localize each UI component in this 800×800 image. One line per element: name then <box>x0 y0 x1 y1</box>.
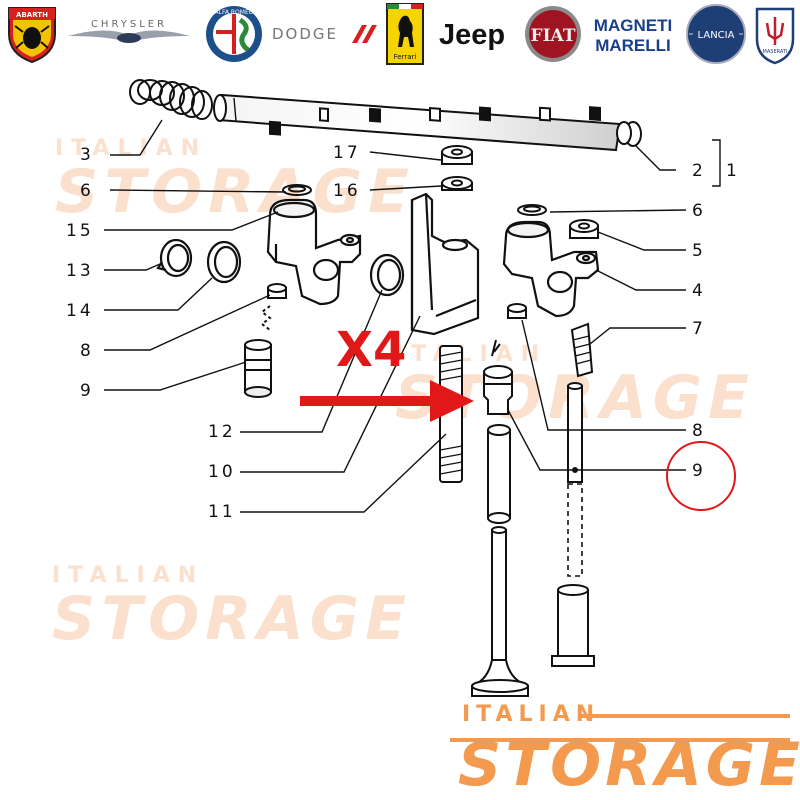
fiat-logo: FIAT <box>524 4 582 64</box>
branding-line2: STORAGE <box>458 730 800 800</box>
magneti-marelli-logo: MAGNETI MARELLI <box>586 4 680 64</box>
maserati-logo: MASERATI <box>752 4 798 65</box>
label-part-15: 15 <box>66 221 94 241</box>
dodge-logo: DODGE <box>270 4 380 64</box>
seal-ring-part-14 <box>206 240 242 284</box>
washer-part-16 <box>441 176 473 191</box>
seal-ring-part-12 <box>369 253 405 297</box>
maserati-text: MASERATI <box>763 49 788 55</box>
label-part-8-right: 8 <box>692 421 706 441</box>
ferrari-logo: Ferrari <box>385 3 425 65</box>
label-part-17: 17 <box>333 143 361 163</box>
valve-part <box>471 526 529 697</box>
brand-logo-bar: ABARTH CHRYSLER ALFA ROMEO <box>0 0 800 70</box>
italian-storage-branding: ITALIAN STORAGE <box>450 700 800 800</box>
rocker-arm-right-part <box>502 220 600 318</box>
label-part-7: 7 <box>692 319 706 339</box>
spring-part <box>129 79 213 120</box>
label-part-9-right: 9 <box>692 461 706 481</box>
magneti-text: MAGNETI <box>594 16 672 35</box>
nut-part-17 <box>441 145 473 165</box>
label-part-14: 14 <box>66 301 94 321</box>
push-rod-lower-part <box>567 483 583 577</box>
highlight-circle <box>666 441 736 511</box>
camshaft-part <box>213 93 642 152</box>
chrysler-logo: CHRYSLER <box>64 4 194 64</box>
nut-part-5 <box>569 219 599 239</box>
push-rod-part <box>567 382 583 483</box>
cylinder-part <box>551 584 595 667</box>
label-part-1: 1 <box>726 161 740 181</box>
lancia-text: LANCIA <box>698 30 735 41</box>
label-part-3: 3 <box>80 145 94 165</box>
alfa-romeo-text: ALFA ROMEO <box>215 9 254 16</box>
pad-part-8-left <box>260 283 287 331</box>
label-part-2: 2 <box>692 161 706 181</box>
fiat-text: FIAT <box>531 26 576 46</box>
label-part-9-left: 9 <box>80 381 94 401</box>
jeep-text: Jeep <box>439 19 505 51</box>
bolt-part-7 <box>570 322 594 378</box>
label-part-16: 16 <box>333 181 361 201</box>
ferrari-text: Ferrari <box>394 53 417 61</box>
label-part-13: 13 <box>66 261 94 281</box>
circlip-part-6-left <box>282 184 312 196</box>
abarth-logo: ABARTH <box>2 4 62 64</box>
tappet-part-9-left <box>244 339 272 398</box>
red-arrow-icon <box>300 380 474 422</box>
label-part-6-right: 6 <box>692 201 706 221</box>
chrysler-text: CHRYSLER <box>91 19 167 30</box>
stud-part-11 <box>439 345 463 483</box>
label-part-4: 4 <box>692 281 706 301</box>
pad-part-8-right <box>507 303 527 319</box>
branding-line1: ITALIAN <box>462 702 601 727</box>
lancia-logo: LANCIA <box>684 4 748 64</box>
tappet-part-9-right <box>483 339 513 415</box>
quantity-callout: X4 <box>336 322 406 378</box>
marelli-text: MARELLI <box>595 36 671 55</box>
label-part-5: 5 <box>692 241 706 261</box>
bracket-part-10 <box>410 192 480 336</box>
jeep-logo: Jeep <box>428 4 516 64</box>
alfa-romeo-logo: ALFA ROMEO <box>203 4 265 64</box>
rocker-arm-left-part <box>266 198 362 306</box>
dodge-text: DODGE <box>272 25 338 43</box>
label-part-11: 11 <box>208 502 236 522</box>
valve-guide-part <box>487 424 511 524</box>
retaining-ring-part-13 <box>156 238 193 278</box>
label-part-6-left: 6 <box>80 181 94 201</box>
label-part-8-left: 8 <box>80 341 94 361</box>
circlip-part-6-right <box>517 204 547 216</box>
svg-text:ABARTH: ABARTH <box>16 11 48 19</box>
leader-lines <box>104 119 721 513</box>
label-part-12: 12 <box>208 422 236 442</box>
branding-rules <box>450 714 790 742</box>
label-part-10: 10 <box>208 462 236 482</box>
